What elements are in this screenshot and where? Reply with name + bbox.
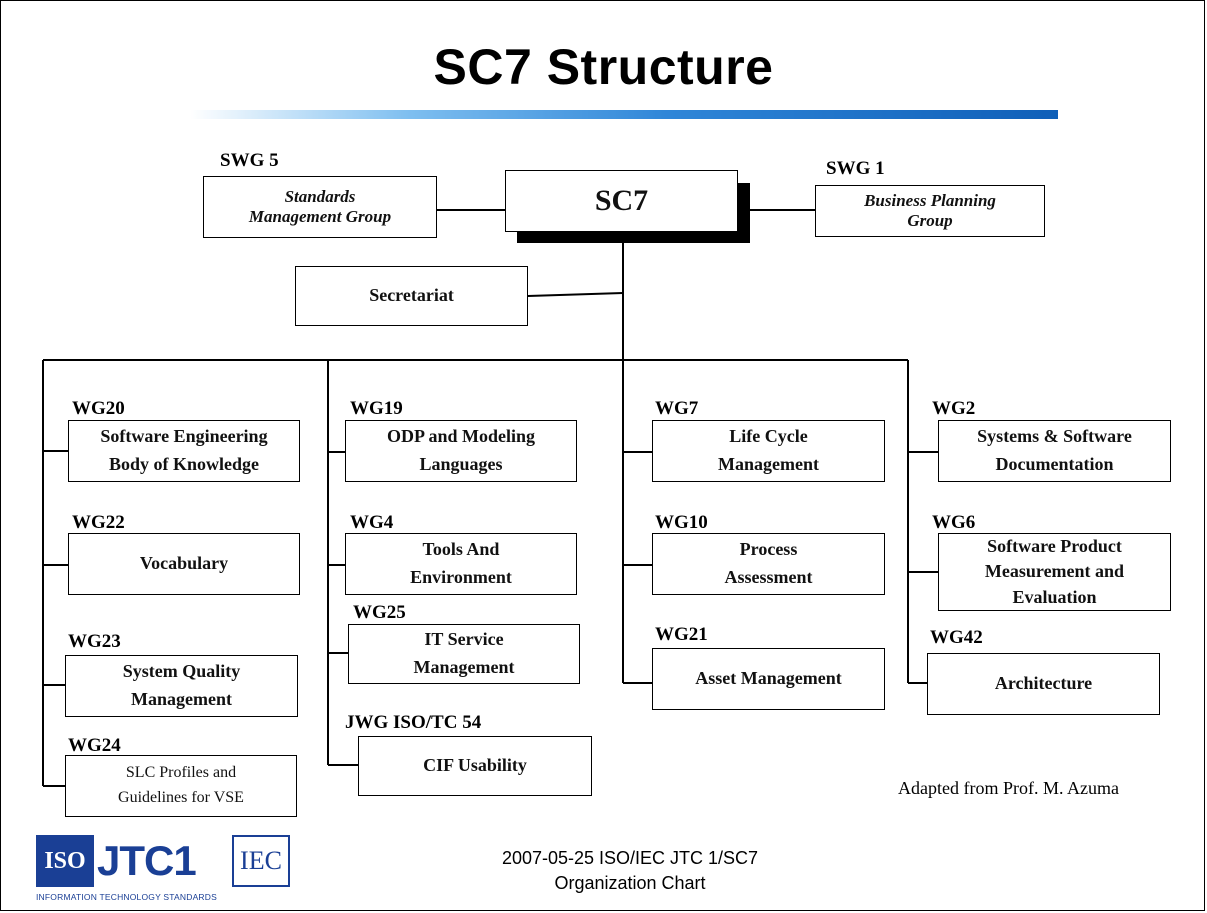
credit-text: Adapted from Prof. M. Azuma <box>898 778 1119 798</box>
wg6-line2: Measurement and <box>984 561 1125 582</box>
jtc1-logo: ISO JTC1 IEC INFORMATION TECHNOLOGY STAN… <box>36 835 294 907</box>
wg19-line1: ODP and Modeling <box>386 426 536 447</box>
wg25-line2: Management <box>413 657 515 677</box>
wg42-box: Architecture <box>927 653 1160 715</box>
swg5-line1: Standards <box>284 186 356 206</box>
wg6-line3: Evaluation <box>1012 586 1097 607</box>
wg25-box: IT Service Management <box>348 624 580 684</box>
iso-logo-icon: ISO <box>36 835 94 887</box>
wg25-line1: IT Service <box>424 629 504 650</box>
swg1-label: SWG 1 <box>826 158 885 179</box>
wg2-line2: Documentation <box>995 454 1114 474</box>
wg20-box: Software Engineering Body of Knowledge <box>68 420 300 482</box>
iec-logo-icon: IEC <box>232 835 290 887</box>
wg7-label: WG7 <box>655 398 699 419</box>
wg4-line2: Environment <box>410 567 512 587</box>
sc7-box: SC7 <box>505 170 738 232</box>
swg1-box: Business Planning Group <box>815 185 1045 237</box>
wg21-line1: Asset Management <box>695 668 842 689</box>
wg7-box: Life Cycle Management <box>652 420 885 482</box>
secretariat-label: Secretariat <box>369 285 454 306</box>
wg19-line2: Languages <box>419 454 503 474</box>
jwg-box: CIF Usability <box>358 736 592 796</box>
wg24-line1: SLC Profiles and <box>125 764 237 782</box>
wg23-line1: System Quality <box>122 661 241 682</box>
wg6-box: Software Product Measurement and Evaluat… <box>938 533 1171 611</box>
wg2-label: WG2 <box>932 398 976 419</box>
wg2-box: Systems & Software Documentation <box>938 420 1171 482</box>
wg7-line1: Life Cycle <box>729 426 808 447</box>
wg20-line1: Software Engineering <box>100 426 268 447</box>
footer-line2: Organization Chart <box>554 873 706 894</box>
wg23-label: WG23 <box>68 631 121 652</box>
swg5-box: Standards Management Group <box>203 176 437 238</box>
wg24-label: WG24 <box>68 735 121 756</box>
wg4-label: WG4 <box>350 512 394 533</box>
wg22-label: WG22 <box>72 512 125 533</box>
swg5-line2: Management Group <box>248 207 392 226</box>
wg10-line1: Process <box>739 539 798 560</box>
wg19-box: ODP and Modeling Languages <box>345 420 577 482</box>
wg23-line2: Management <box>131 689 232 709</box>
wg4-line1: Tools And <box>422 539 500 560</box>
title-underline-bar <box>190 110 1058 119</box>
footer-caption: 2007-05-25 ISO/IEC JTC 1/SC7 Organizatio… <box>430 846 830 896</box>
wg22-line1: Vocabulary <box>139 553 229 574</box>
jwg-line1: CIF Usability <box>423 755 527 776</box>
wg6-label: WG6 <box>932 512 976 533</box>
wg20-label: WG20 <box>72 398 125 419</box>
wg7-line2: Management <box>718 454 819 474</box>
jtc1-logo-text: JTC1 <box>97 837 197 884</box>
wg23-box: System Quality Management <box>65 655 298 717</box>
swg1-line2: Group <box>907 211 953 230</box>
wg20-line2: Body of Knowledge <box>108 454 259 474</box>
wg21-label: WG21 <box>655 624 708 645</box>
wg24-box: SLC Profiles and Guidelines for VSE <box>65 755 297 817</box>
wg21-box: Asset Management <box>652 648 885 710</box>
wg4-box: Tools And Environment <box>345 533 577 595</box>
jwg-label: JWG ISO/TC 54 <box>345 712 482 733</box>
swg1-line1: Business Planning <box>864 190 996 210</box>
wg6-line1: Software Product <box>987 536 1122 557</box>
wg19-label: WG19 <box>350 398 403 419</box>
wg10-label: WG10 <box>655 512 708 533</box>
wg42-line1: Architecture <box>994 673 1093 694</box>
sc7-label: SC7 <box>594 183 649 217</box>
wg2-line1: Systems & Software <box>977 426 1132 447</box>
wg25-label: WG25 <box>353 602 406 623</box>
footer-line1: 2007-05-25 ISO/IEC JTC 1/SC7 <box>501 848 759 868</box>
wg10-line2: Assessment <box>724 567 813 587</box>
wg10-box: Process Assessment <box>652 533 885 595</box>
page-title: SC7 Structure <box>433 39 774 95</box>
logo-tagline: INFORMATION TECHNOLOGY STANDARDS <box>36 892 217 902</box>
wg22-box: Vocabulary <box>68 533 300 595</box>
secretariat-box: Secretariat <box>295 266 528 326</box>
swg5-label: SWG 5 <box>220 150 279 171</box>
wg42-label: WG42 <box>930 627 983 648</box>
wg24-line2: Guidelines for VSE <box>118 789 244 806</box>
